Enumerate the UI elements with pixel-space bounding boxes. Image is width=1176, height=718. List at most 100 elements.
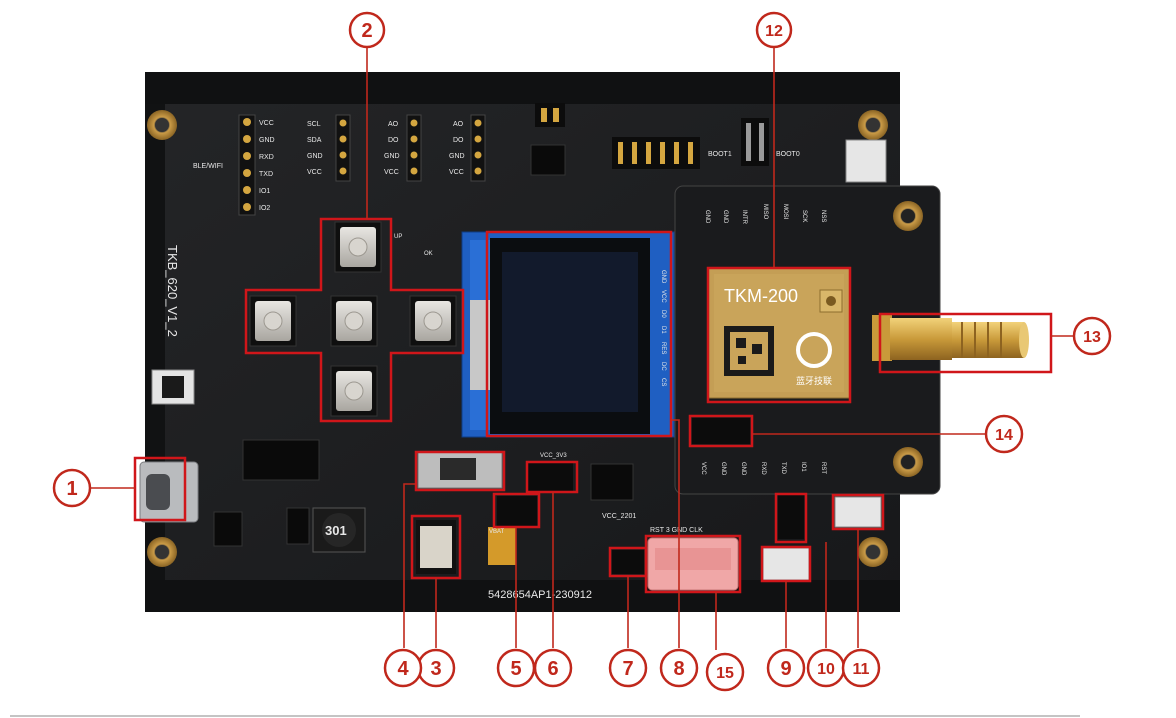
oled-pin-res: RES — [660, 342, 666, 354]
svg-text:5: 5 — [510, 658, 521, 680]
module-pin-bot-4: RXD — [760, 462, 766, 475]
slide-switch — [417, 451, 503, 489]
module-pin-top-1: GND — [704, 210, 710, 224]
oled-pin-gnd: GND — [660, 270, 666, 284]
swd-label: RST 3 GND CLK — [650, 527, 703, 534]
highlight-13 — [878, 312, 1053, 374]
up-label: UP — [394, 234, 402, 240]
svg-text:2: 2 — [361, 20, 372, 42]
adc2-pin-do: DO — [453, 137, 464, 144]
callout-14: 14 — [984, 414, 1024, 454]
header-adc-2 — [470, 114, 486, 182]
header-i2c — [335, 114, 351, 182]
tantalum-capacitor — [488, 527, 516, 565]
highlight-15 — [644, 534, 742, 594]
highlight-dpad — [244, 217, 465, 423]
vcc-2201-label: VCC_2201 — [602, 513, 636, 520]
adc2-pin-ao: AO — [453, 121, 464, 128]
jumper-vbat — [497, 496, 537, 526]
side-tact-button — [151, 369, 195, 405]
ok-label: OK — [424, 251, 433, 257]
conn-pin-txd: TXD — [259, 171, 273, 178]
highlight-usb — [133, 456, 187, 522]
module-pin-top-3: INTR — [741, 210, 747, 225]
conn-pin-io2: IO2 — [259, 205, 270, 212]
swd-connector — [647, 537, 739, 591]
svg-text:1: 1 — [66, 478, 77, 500]
callout-10: 10 — [806, 648, 846, 688]
module-jumper — [692, 418, 750, 444]
ic-chips — [213, 144, 634, 547]
oled-pin-dc: DC — [660, 362, 666, 371]
highlight-10 — [774, 492, 808, 544]
jumper-vcc — [527, 462, 573, 492]
jumper-10 — [778, 495, 804, 539]
header-boot — [612, 118, 769, 169]
callout-8: 8 — [659, 648, 699, 688]
module-pin-bot-3: GND — [740, 462, 746, 476]
highlight-14 — [688, 414, 754, 448]
reset-button — [845, 139, 887, 183]
module-name-label: TKM-200 — [724, 286, 798, 306]
jumper-7 — [612, 550, 644, 574]
adc1-pin-do: DO — [388, 137, 399, 144]
adc1-pin-vcc: VCC — [384, 169, 399, 176]
sma-antenna-connector — [872, 315, 1029, 361]
svg-text:8: 8 — [673, 658, 684, 680]
conn-pin-io1: IO1 — [259, 188, 270, 195]
conn-pin-rxd: RXD — [259, 154, 274, 161]
ble-wifi-label: BLE/WIFI — [193, 163, 223, 170]
i2c-pin-scl: SCL — [307, 121, 321, 128]
highlight-12 — [706, 266, 852, 404]
i2c-pin-gnd: GND — [307, 153, 323, 160]
inductor-label: 301 — [325, 523, 347, 538]
boot1-label: BOOT1 — [708, 151, 732, 158]
callout-6: 6 — [533, 648, 573, 688]
vcc-3v3-label: VCC_3V3 — [540, 453, 567, 459]
adc2-pin-vcc: VCC — [449, 169, 464, 176]
svg-text:4: 4 — [397, 658, 409, 680]
header-top-jumper — [535, 103, 565, 127]
module-pin-top-5: MOSI — [782, 204, 788, 220]
svg-text:10: 10 — [817, 661, 835, 678]
vbat-label: VBAT — [489, 529, 505, 535]
header-adc-1 — [406, 114, 422, 182]
highlight-8 — [485, 230, 673, 438]
callout-4: 4 — [383, 648, 423, 688]
mounting-holes — [147, 110, 888, 567]
button-9 — [762, 547, 810, 581]
i2c-pin-vcc: VCC — [307, 169, 322, 176]
conn-pin-gnd: GND — [259, 137, 275, 144]
callout-9: 9 — [766, 648, 806, 688]
svg-text:11: 11 — [853, 661, 870, 678]
module-pin-bot-5: TXD — [780, 462, 786, 475]
power-button — [416, 520, 456, 574]
svg-text:12: 12 — [765, 23, 783, 40]
svg-text:13: 13 — [1083, 329, 1101, 346]
callout-13: 13 — [1072, 316, 1112, 356]
usb-c-connector — [139, 461, 199, 523]
oled-pin-d1: D1 — [660, 326, 666, 334]
module-pin-bot-7: RST — [820, 462, 826, 474]
oled-pin-cs: CS — [660, 378, 666, 386]
module-pin-top-2: GND — [722, 210, 728, 224]
svg-text:7: 7 — [622, 658, 633, 680]
callout-7: 7 — [608, 648, 648, 688]
power-inductor — [312, 507, 366, 553]
adc1-pin-gnd: GND — [384, 153, 400, 160]
svg-text:14: 14 — [995, 427, 1013, 444]
callout-1: 1 — [52, 468, 92, 508]
callout-5: 5 — [496, 648, 536, 688]
callout-15: 15 — [705, 652, 745, 692]
svg-text:15: 15 — [716, 665, 734, 682]
board-model-label: TKB_620_V1_2 — [165, 245, 180, 337]
highlight-4 — [414, 450, 506, 492]
module-pin-bot-6: IO1 — [800, 462, 806, 472]
boot0-label: BOOT0 — [776, 151, 800, 158]
svg-text:6: 6 — [547, 658, 558, 680]
oled-pin-vcc: VCC — [660, 290, 666, 303]
adc2-pin-gnd: GND — [449, 153, 465, 160]
callouts: 1 2 3 4 5 6 7 8 — [52, 11, 1112, 692]
svg-text:9: 9 — [780, 658, 791, 680]
